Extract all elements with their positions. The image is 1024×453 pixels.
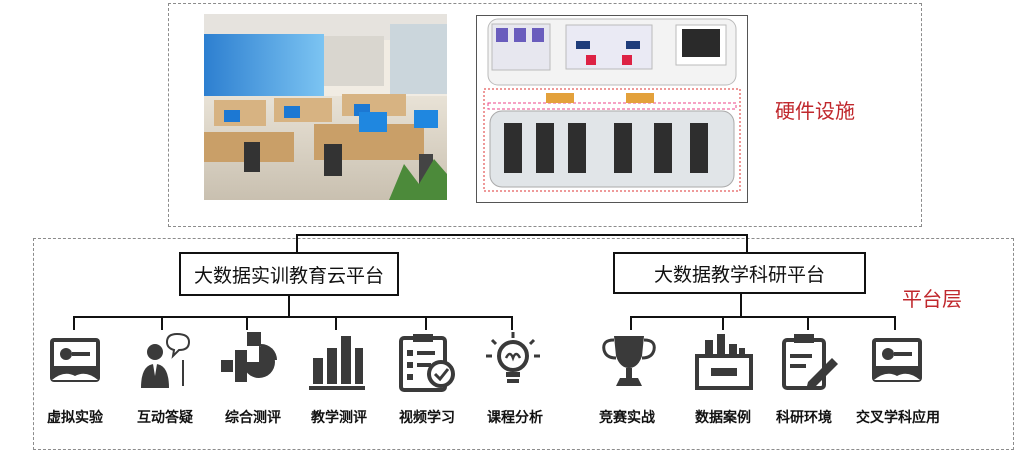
- bar-chart-icon: [309, 336, 365, 390]
- module-label-data-case: 数据案例: [695, 410, 751, 426]
- hardware-layer-frame: [168, 3, 922, 227]
- connector: [807, 316, 809, 330]
- platform-layer-frame: [33, 238, 1014, 450]
- connector: [746, 234, 748, 254]
- connector: [894, 316, 896, 330]
- connector: [296, 234, 298, 254]
- connector: [630, 316, 896, 318]
- cross-discipline-icon: [872, 338, 922, 382]
- connector: [246, 316, 248, 330]
- computer-lab-photo: [204, 14, 447, 200]
- hardware-layer-label: 硬件设施: [775, 99, 855, 123]
- connector: [425, 316, 427, 330]
- module-label-research: 科研环境: [776, 410, 832, 426]
- connector: [335, 316, 337, 330]
- module-label-course-analysis: 课程分析: [487, 410, 543, 426]
- module-label-qa: 互动答疑: [137, 410, 193, 426]
- server-topology-diagram: [476, 15, 748, 203]
- connector: [740, 294, 742, 316]
- module-label-competition: 竞赛实战: [599, 410, 655, 426]
- module-label-cross-discipline: 交叉学科应用: [856, 410, 940, 426]
- module-label-teaching-eval: 教学测评: [311, 410, 367, 426]
- module-label-virtual-lab: 虚拟实验: [47, 410, 103, 426]
- module-label-video: 视频学习: [399, 410, 455, 426]
- connector: [722, 316, 724, 330]
- module-label-assessment: 综合测评: [225, 410, 281, 426]
- connector: [73, 316, 75, 330]
- lightbulb-icon: [486, 332, 540, 383]
- connector: [161, 316, 163, 330]
- qa-icon: [141, 332, 191, 388]
- virtual-lab-icon: [50, 338, 100, 382]
- connector: [511, 316, 513, 330]
- checklist-icon: [399, 334, 455, 392]
- research-icon: [782, 334, 838, 390]
- connector: [288, 296, 290, 316]
- research-platform-box: 大数据教学科研平台: [613, 252, 866, 294]
- connector: [630, 316, 632, 330]
- platform-layer-label: 平台层: [902, 287, 962, 311]
- education-cloud-platform-box: 大数据实训教育云平台: [179, 252, 399, 296]
- assessment-icon: [221, 332, 277, 382]
- connector: [73, 316, 513, 318]
- data-case-icon: [695, 334, 753, 390]
- trophy-icon: [602, 336, 656, 386]
- connector: [296, 234, 748, 236]
